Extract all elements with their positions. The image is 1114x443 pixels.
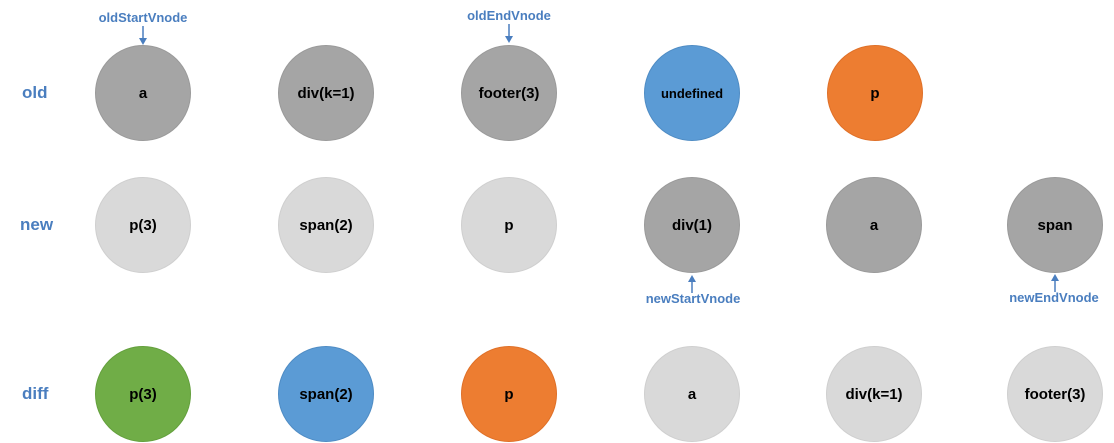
new-node-4: a bbox=[826, 177, 922, 273]
diff-node-1: span(2) bbox=[278, 346, 374, 442]
pointer-label-new-start: newStartVnode bbox=[645, 291, 741, 306]
arrow-down-icon bbox=[139, 26, 147, 45]
pointer-label-old-start: oldStartVnode bbox=[98, 10, 188, 25]
arrow-down-icon bbox=[505, 24, 513, 43]
row-label-new: new bbox=[20, 215, 54, 234]
new-node-3: div(1) bbox=[644, 177, 740, 273]
new-node-1: span(2) bbox=[278, 177, 374, 273]
arrow-up-icon bbox=[1051, 274, 1059, 292]
diff-node-3: a bbox=[644, 346, 740, 442]
old-node-2: footer(3) bbox=[461, 45, 557, 141]
row-label-old: old bbox=[22, 83, 48, 102]
new-node-5: span bbox=[1007, 177, 1103, 273]
old-node-0: a bbox=[95, 45, 191, 141]
old-node-4: p bbox=[827, 45, 923, 141]
diff-node-5: footer(3) bbox=[1007, 346, 1103, 442]
arrow-up-icon bbox=[688, 275, 696, 293]
new-node-2: p bbox=[461, 177, 557, 273]
new-node-0: p(3) bbox=[95, 177, 191, 273]
pointer-label-new-end: newEndVnode bbox=[1009, 290, 1099, 305]
pointer-label-old-end: oldEndVnode bbox=[467, 8, 551, 23]
old-node-1: div(k=1) bbox=[278, 45, 374, 141]
diff-node-0: p(3) bbox=[95, 346, 191, 442]
diff-node-4: div(k=1) bbox=[826, 346, 922, 442]
old-node-3: undefined bbox=[644, 45, 740, 141]
row-label-diff: diff bbox=[22, 384, 49, 403]
diff-node-2: p bbox=[461, 346, 557, 442]
